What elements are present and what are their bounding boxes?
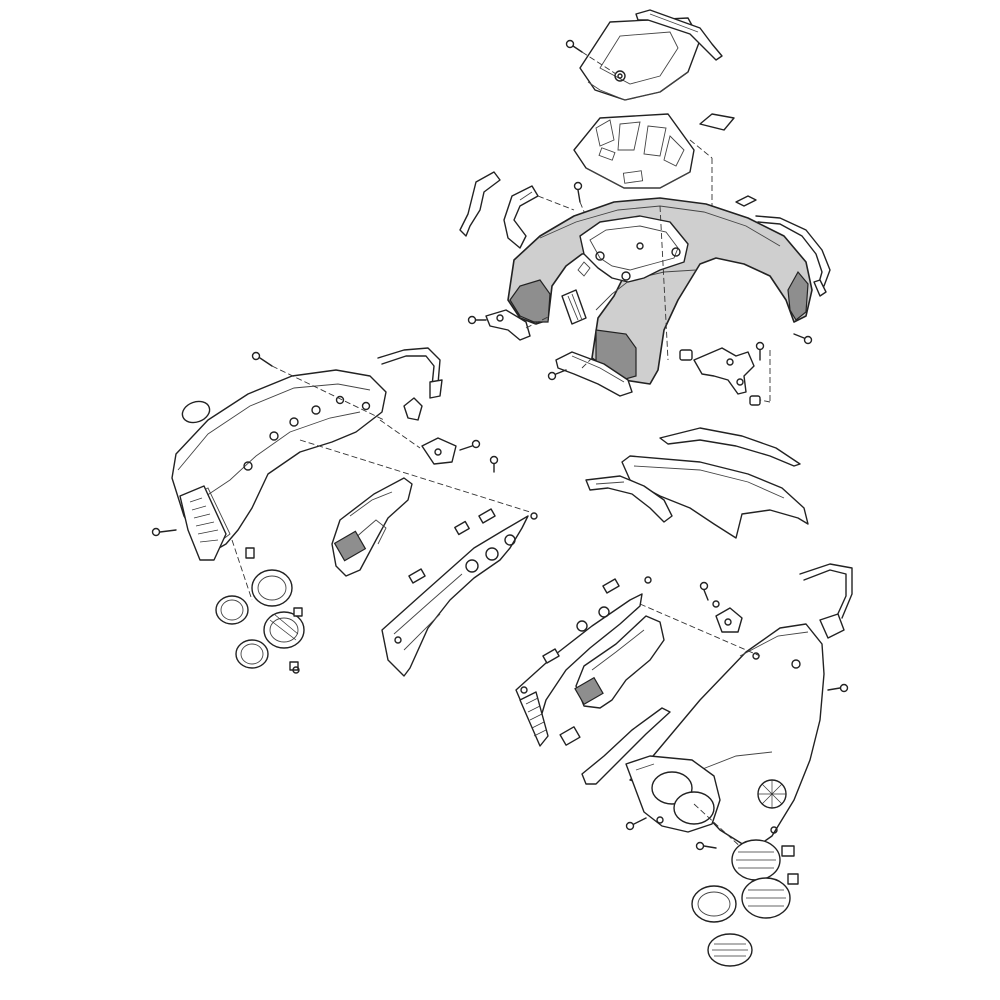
left-oval-emblem [181, 400, 211, 424]
screw-top [565, 39, 583, 53]
right-strip-upper [799, 563, 853, 639]
lower-trim-piece [555, 351, 633, 397]
screw-far-right [793, 333, 813, 345]
right-inner-panel [559, 615, 665, 746]
rear-cowl [507, 197, 813, 385]
screw-left-top [251, 351, 273, 367]
right-undertray [515, 576, 652, 747]
left-headlight-clips [245, 547, 303, 674]
windscreen-panel [621, 455, 809, 539]
trim-strip-left-inner [503, 185, 539, 249]
screw-right-top-1 [699, 581, 709, 601]
mount-bracket-left [485, 309, 531, 341]
left-headlight-housing [251, 569, 305, 649]
mount-bracket-right [693, 347, 755, 395]
right-headlight-housing [731, 826, 799, 919]
top-cover-plate [579, 17, 701, 101]
screw-left-mid-2 [489, 455, 499, 473]
assembly-lower-right [515, 563, 853, 967]
bracket-clip-top [635, 9, 723, 61]
left-undertray [381, 515, 529, 677]
screw-right-side [827, 683, 849, 693]
left-undertray-clips [408, 508, 538, 584]
visor-seal [585, 475, 673, 523]
right-headlight-bezel [625, 755, 721, 833]
right-emblem-badge [757, 779, 787, 809]
right-headlight-lens-top [691, 885, 737, 923]
nut-right-2 [749, 395, 761, 406]
left-headlight-lens-top [215, 595, 249, 625]
screw-left-side [151, 527, 177, 537]
screw-right-lower-2 [695, 841, 717, 851]
small-tab-right [813, 279, 827, 297]
trim-strip-left-outer [459, 171, 501, 237]
label-pad-right [735, 195, 757, 207]
top-visor-strip [659, 427, 801, 467]
assembly-center-right [585, 427, 809, 539]
bracket-tray [573, 113, 695, 189]
small-pad-top [699, 113, 735, 131]
left-clip-small [403, 397, 423, 421]
seal-strip-right [755, 215, 831, 287]
left-mount-plate [421, 437, 457, 465]
screw-right-lower [625, 817, 647, 831]
right-headlight-lens-bottom [707, 933, 753, 967]
assembly-upper-right [459, 9, 831, 406]
left-cowl-grille [179, 485, 227, 561]
right-trim-strip [581, 707, 671, 785]
spacer-block [561, 289, 587, 325]
screw-right-top-2 [712, 600, 720, 608]
screw-lower-trim [547, 369, 567, 381]
assembly-left-cowl [151, 347, 538, 677]
right-mount-plate [715, 607, 743, 633]
left-inner-panel [331, 477, 413, 577]
screw-right-1 [755, 341, 765, 361]
screw-left-mid-1 [459, 439, 481, 451]
left-headlight-lens-bottom [235, 639, 269, 669]
screw-cowl-top [573, 181, 583, 203]
screw-mount-left [467, 315, 487, 325]
nut-right-1 [679, 349, 693, 361]
left-seal-strip [377, 347, 443, 399]
